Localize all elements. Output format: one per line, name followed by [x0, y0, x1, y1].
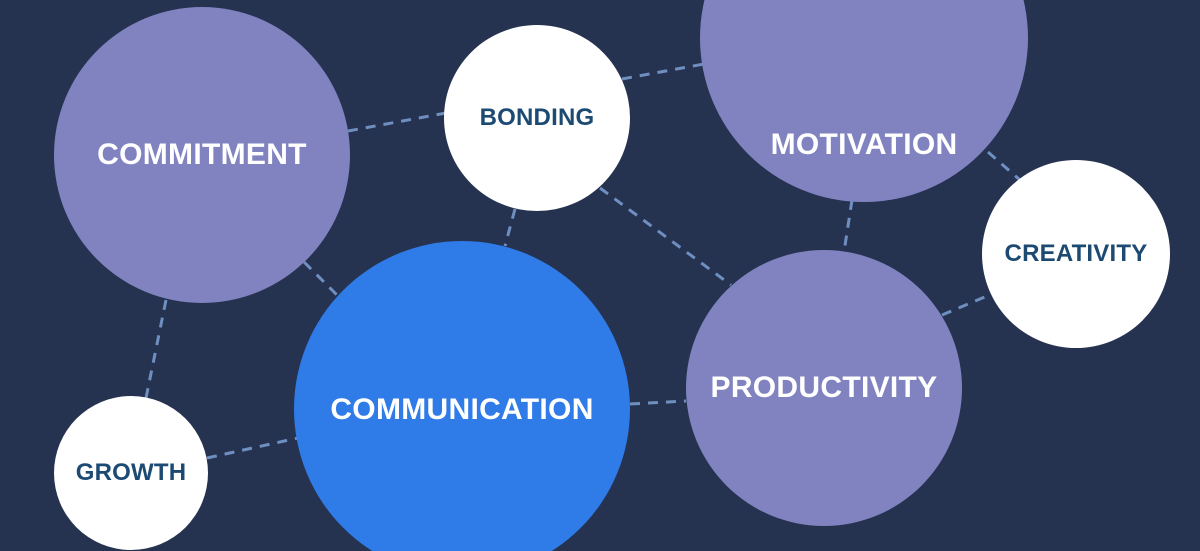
node-creativity-label: CREATIVITY [1004, 240, 1148, 267]
link-commitment-growth [144, 299, 168, 399]
node-bonding: BONDING [444, 25, 630, 211]
node-bonding-label: BONDING [479, 104, 595, 131]
link-bonding-motivation [621, 62, 705, 81]
link-bonding-productivity [599, 186, 732, 287]
node-productivity-label: PRODUCTIVITY [710, 371, 938, 404]
link-communication-productivity [629, 399, 687, 406]
link-commitment-bonding [347, 111, 447, 133]
link-motivation-creativity [987, 150, 1021, 182]
node-commitment-label: COMMITMENT [97, 138, 307, 171]
node-growth: GROWTH [54, 396, 208, 550]
node-growth-label: GROWTH [75, 459, 187, 486]
link-motivation-productivity [842, 199, 854, 253]
link-growth-communication [206, 436, 299, 460]
node-creativity: CREATIVITY [982, 160, 1170, 348]
link-creativity-productivity [941, 291, 995, 317]
node-motivation-label: MOTIVATION [770, 128, 958, 161]
node-commitment: COMMITMENT [54, 7, 350, 303]
node-productivity: PRODUCTIVITY [686, 250, 962, 526]
node-communication-label: COMMUNICATION [330, 393, 594, 426]
link-commitment-communication [302, 260, 342, 300]
node-communication: COMMUNICATION [294, 241, 630, 551]
link-bonding-communication [503, 208, 517, 247]
